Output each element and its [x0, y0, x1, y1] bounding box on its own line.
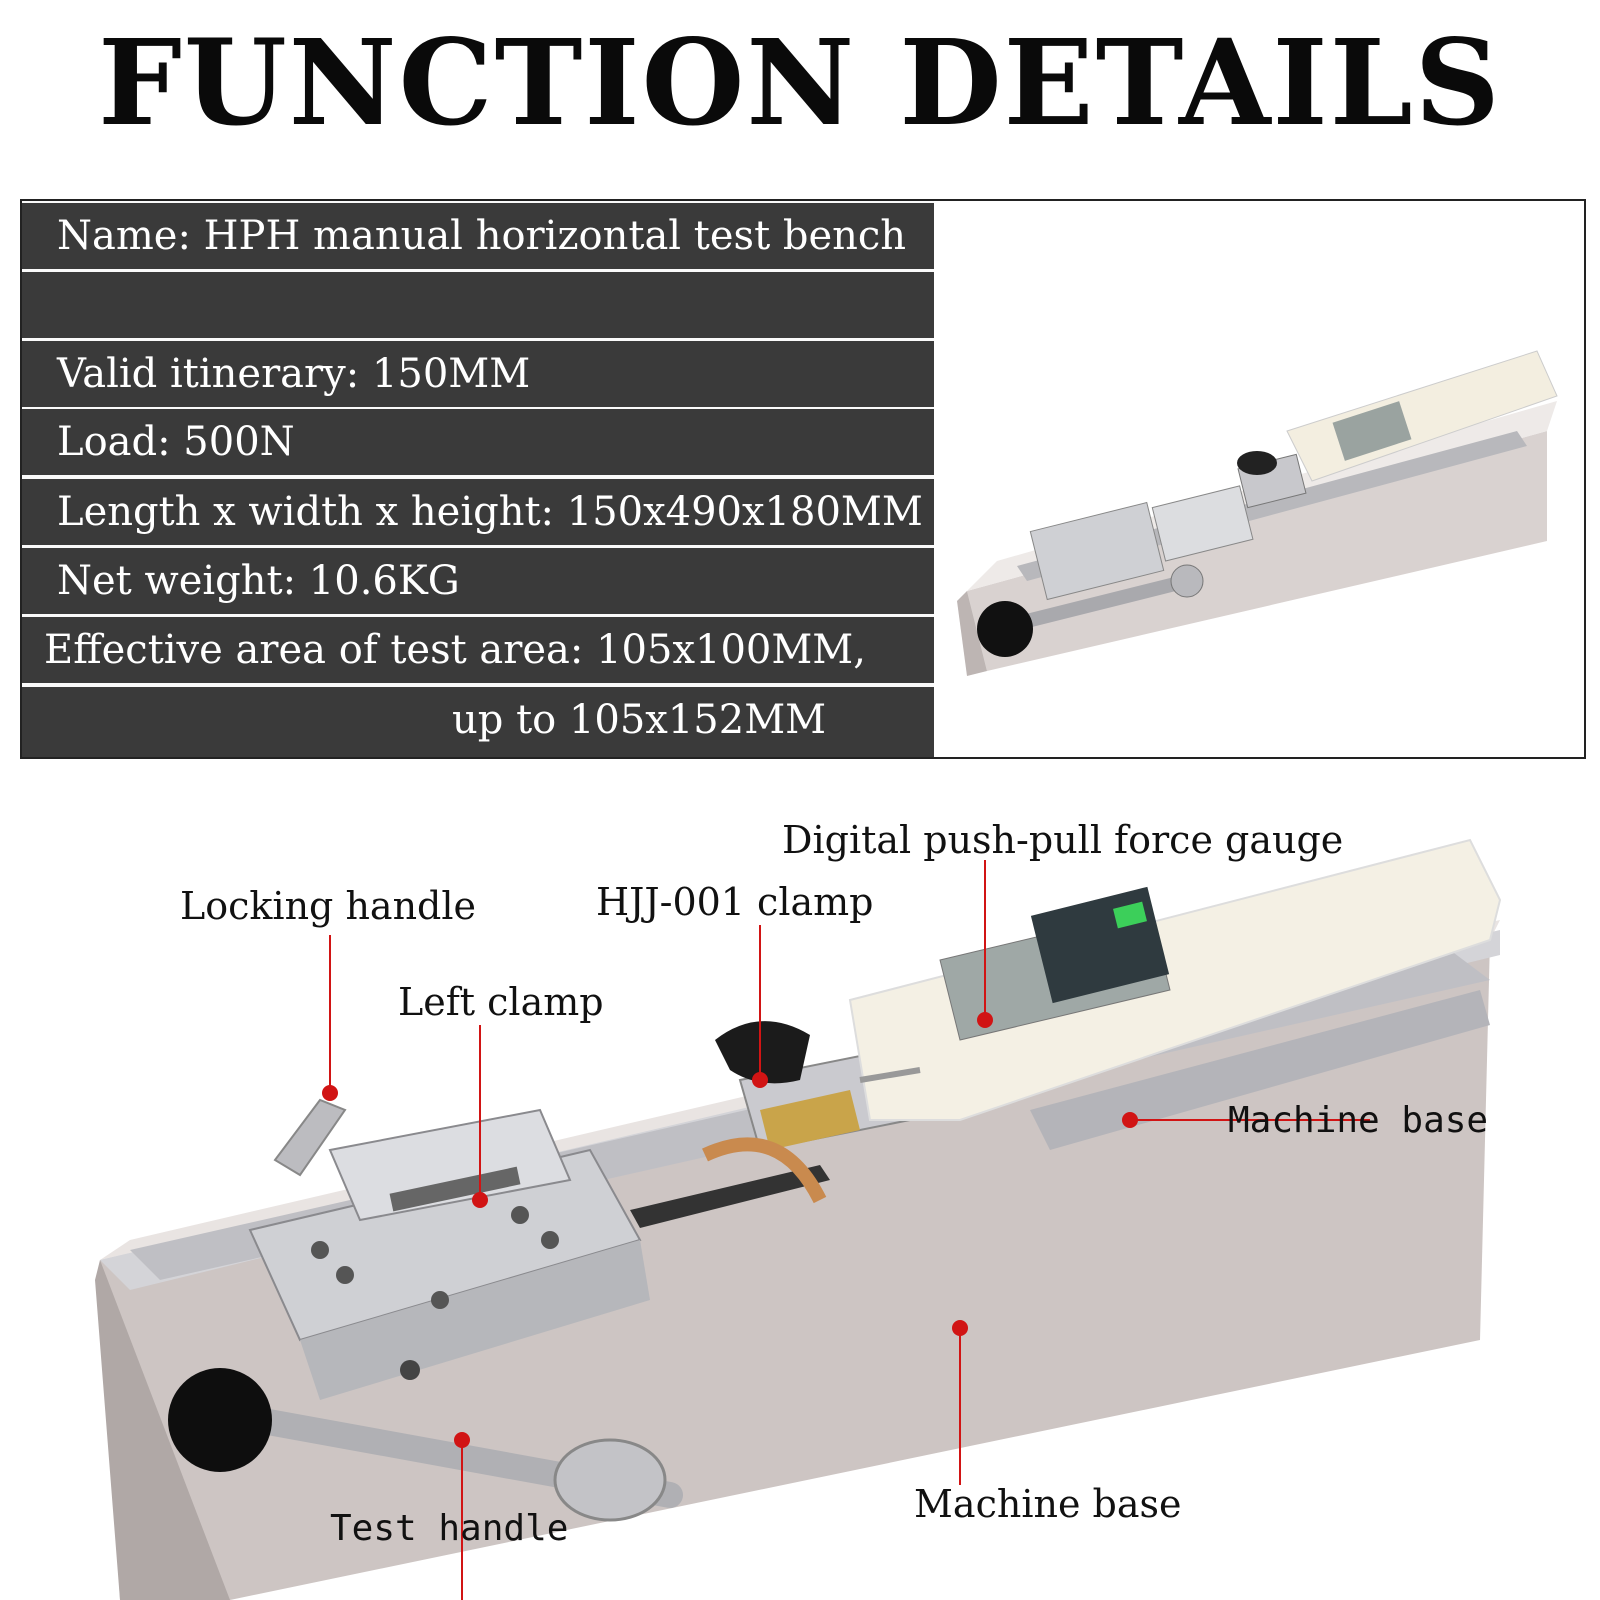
spec-row-dimensions: Length x width x height: 150x490x180MM [22, 479, 934, 545]
spec-text: Effective area of test area: 105x100MM, [44, 627, 866, 673]
digital-gauge [848, 838, 1502, 1121]
spec-row-itinerary: Valid itinerary: 150MM [22, 341, 934, 407]
page-title: FUNCTION DETAILS [98, 13, 1502, 152]
spec-row-area: Effective area of test area: 105x100MM, [22, 617, 934, 683]
callout-machine-base-bottom: Machine base [914, 1482, 1182, 1526]
callout-locking-handle: Locking handle [180, 884, 477, 928]
spec-row-load: Load: 500N [22, 409, 934, 475]
callout-machine-base-right: Machine base [1228, 1100, 1489, 1141]
spec-table: Name: HPH manual horizontal test bench V… [22, 201, 934, 757]
callout-hjj-clamp: HJJ-001 clamp [596, 880, 874, 924]
spec-text: Valid itinerary: 150MM [57, 351, 531, 397]
spec-text: Net weight: 10.6KG [57, 558, 460, 604]
callout-gauge: Digital push-pull force gauge [782, 818, 1344, 862]
spec-row-weight: Net weight: 10.6KG [22, 548, 934, 614]
spec-row-area-max: up to 105x152MM [22, 687, 934, 757]
spec-row-name: Name: HPH manual horizontal test bench [22, 203, 934, 269]
spec-panel: Name: HPH manual horizontal test bench V… [20, 199, 1586, 759]
spec-text: Name: HPH manual horizontal test bench [57, 213, 907, 259]
callout-left-clamp: Left clamp [398, 980, 604, 1024]
spec-row-blank [22, 272, 934, 338]
product-thumbnail [957, 350, 1558, 676]
left-clamp-assembly [248, 1108, 650, 1400]
spec-text: up to 105x152MM [452, 697, 827, 743]
locking-handle-lever [273, 1098, 347, 1177]
spec-text: Length x width x height: 150x490x180MM [57, 489, 923, 535]
spec-text: Load: 500N [57, 419, 295, 465]
test-handle [168, 1368, 683, 1522]
product-illustration [95, 838, 1502, 1600]
callout-test-handle: Test handle [330, 1508, 569, 1549]
